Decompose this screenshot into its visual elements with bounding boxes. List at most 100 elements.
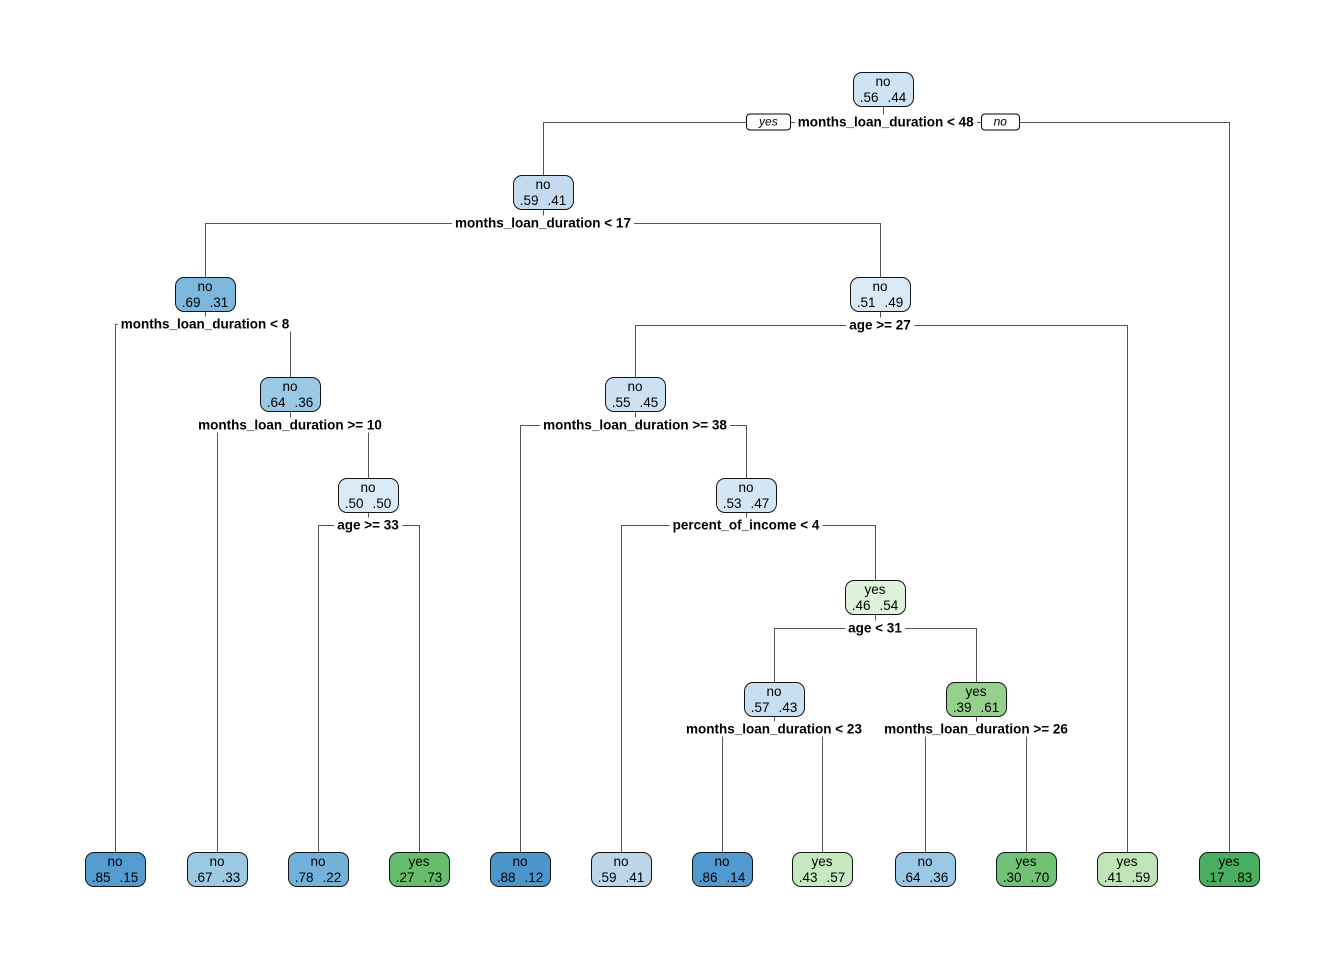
node-probabilities: .51.49 xyxy=(851,295,910,311)
node-probabilities: .57.43 xyxy=(745,700,804,716)
prob-no-value: .53 xyxy=(722,496,742,511)
branch-line-vertical xyxy=(874,525,876,580)
node-class-label: yes xyxy=(811,854,833,869)
prob-no-value: .67 xyxy=(193,870,213,885)
prob-no-value: .78 xyxy=(294,870,314,885)
prob-yes-value: .41 xyxy=(625,870,645,885)
prob-yes-value: .44 xyxy=(887,90,907,105)
branch-line-vertical xyxy=(975,628,977,682)
node-class-label: no xyxy=(766,684,782,699)
internal-node-n8: no.53 .47 xyxy=(715,478,777,513)
node-probabilities: .39 .61 xyxy=(947,700,1006,716)
prob-yes-value: .22 xyxy=(322,870,342,885)
prob-yes-value: .54 xyxy=(879,598,899,613)
node-probabilities: .50 .50 xyxy=(339,496,398,512)
node-probabilities: .86 .14 xyxy=(693,870,752,886)
prob-no-value: .50 xyxy=(344,496,364,511)
node-class-label: no xyxy=(535,177,551,192)
split-condition-label: months_loan_duration >= 38 xyxy=(540,417,730,433)
node-class-label: no xyxy=(107,854,123,869)
node-class-label: no xyxy=(613,854,629,869)
leaf-node-l1: no.85.15 xyxy=(84,852,146,887)
branch-line-vertical xyxy=(721,729,723,852)
node-probabilities: .59.41 xyxy=(514,193,573,209)
prob-yes-value: .47 xyxy=(750,496,770,511)
prob-yes-value: .50 xyxy=(372,496,392,511)
leaf-node-l12: yes.17 .83 xyxy=(1198,852,1260,887)
prob-no-value: .51 xyxy=(856,295,876,310)
leaf-node-l2: no.67.33 xyxy=(186,852,248,887)
prob-no-value: .64 xyxy=(266,395,286,410)
node-probabilities: .46.54 xyxy=(846,598,905,614)
prob-yes-value: .61 xyxy=(980,700,1000,715)
leaf-node-l10: yes.30.70 xyxy=(995,852,1057,887)
branch-line-vertical xyxy=(317,525,319,852)
node-probabilities: .64.36 xyxy=(261,395,320,411)
prob-no-value: .59 xyxy=(519,193,539,208)
node-probabilities: .41.59 xyxy=(1098,870,1157,886)
prob-no-value: .55 xyxy=(611,395,631,410)
prob-no-value: .59 xyxy=(597,870,617,885)
node-class-label: no xyxy=(197,279,213,294)
leaf-node-l9: no.64.36 xyxy=(894,852,956,887)
split-condition-label: age < 31 xyxy=(845,620,905,636)
node-probabilities: .88.12 xyxy=(491,870,550,886)
prob-yes-value: .14 xyxy=(726,870,746,885)
node-class-label: yes xyxy=(864,582,886,597)
branch-line-vertical xyxy=(634,325,636,377)
prob-yes-value: .83 xyxy=(1233,870,1253,885)
prob-no-value: .57 xyxy=(750,700,770,715)
split-condition-label: months_loan_duration < 48 xyxy=(794,114,977,130)
branch-line-vertical xyxy=(204,223,206,277)
split-condition-label: age >= 27 xyxy=(846,317,914,333)
split-label-row: months_loan_duration >= 26 xyxy=(881,721,1071,737)
node-class-label: yes xyxy=(408,854,430,869)
internal-node-n6: no.51.49 xyxy=(849,277,911,312)
branch-line-vertical xyxy=(879,223,881,277)
leaf-node-l3: no.78.22 xyxy=(287,852,349,887)
internal-node-n3: no.69.31 xyxy=(174,277,236,312)
node-probabilities: .56.44 xyxy=(854,90,913,106)
split-condition-label: months_loan_duration < 17 xyxy=(452,215,634,231)
node-class-label: no xyxy=(917,854,933,869)
prob-yes-value: .12 xyxy=(524,870,544,885)
node-class-label: yes xyxy=(1218,854,1240,869)
split-condition-label: age >= 33 xyxy=(334,517,402,533)
branch-line-vertical xyxy=(1025,729,1027,852)
split-label-row: months_loan_duration < 17 xyxy=(452,215,634,231)
split-condition-label: months_loan_duration < 23 xyxy=(683,721,865,737)
node-class-label: no xyxy=(360,480,376,495)
split-label-row: age >= 27 xyxy=(846,317,914,333)
internal-node-n7: no.55.45 xyxy=(604,377,666,412)
leaf-node-l11: yes.41.59 xyxy=(1096,852,1158,887)
prob-yes-value: .57 xyxy=(826,870,846,885)
node-class-label: no xyxy=(282,379,298,394)
node-probabilities: .43.57 xyxy=(793,870,852,886)
prob-no-value: .85 xyxy=(91,870,111,885)
prob-yes-value: .45 xyxy=(639,395,659,410)
no-branch-badge: no xyxy=(980,113,1020,131)
internal-node-n5: no.50 .50 xyxy=(337,478,399,513)
branch-line-vertical xyxy=(620,525,622,852)
prob-no-value: .27 xyxy=(395,870,415,885)
split-label-row: months_loan_duration >= 38 xyxy=(540,417,730,433)
prob-yes-value: .59 xyxy=(1131,870,1151,885)
node-probabilities: .64.36 xyxy=(896,870,955,886)
node-probabilities: .78 .22 xyxy=(289,870,348,886)
prob-no-value: .17 xyxy=(1205,870,1225,885)
node-probabilities: .17 .83 xyxy=(1200,870,1259,886)
prob-no-value: .86 xyxy=(698,870,718,885)
prob-yes-value: .31 xyxy=(209,295,229,310)
split-condition-label: months_loan_duration >= 10 xyxy=(195,417,385,433)
branch-line-vertical xyxy=(367,425,369,478)
prob-yes-value: .70 xyxy=(1030,870,1050,885)
node-class-label: no xyxy=(738,480,754,495)
node-probabilities: .69.31 xyxy=(176,295,235,311)
branch-line-vertical xyxy=(542,122,544,175)
prob-no-value: .39 xyxy=(952,700,972,715)
node-class-label: yes xyxy=(1116,854,1138,869)
split-condition-label: percent_of_income < 4 xyxy=(669,517,823,533)
node-probabilities: .30.70 xyxy=(997,870,1056,886)
